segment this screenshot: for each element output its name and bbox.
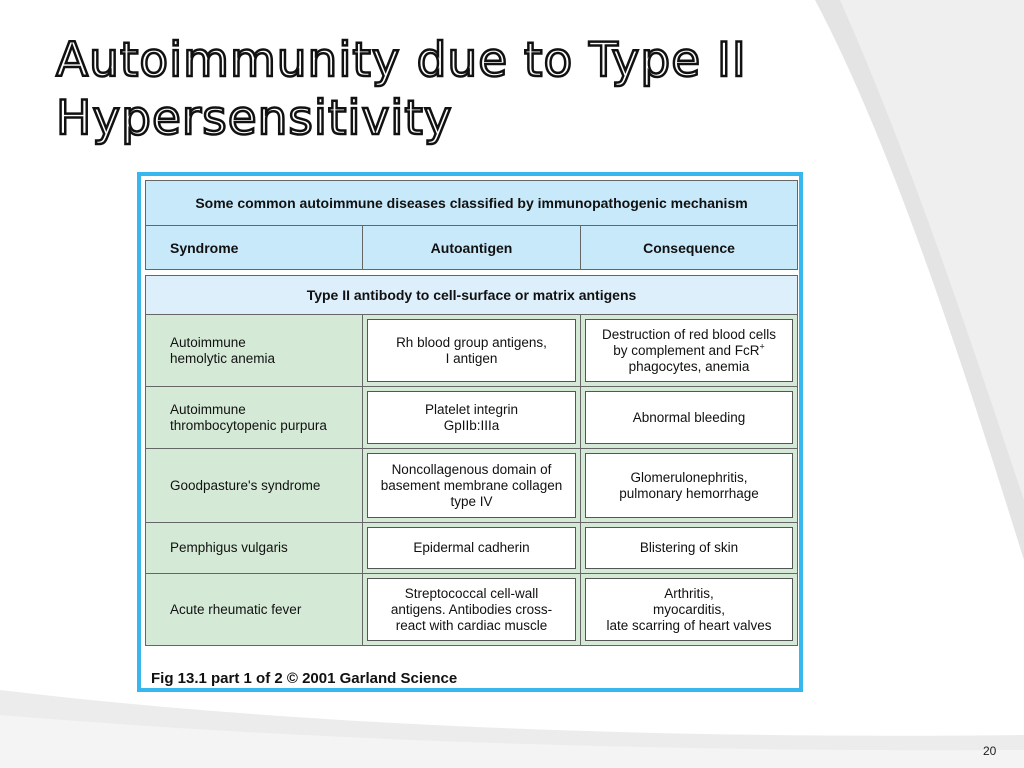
section-header-row: Type II antibody to cell-surface or matr… — [145, 275, 798, 315]
figure-content: Some common autoimmune diseases classifi… — [144, 180, 799, 646]
consequence-box: Glomerulonephritis, pulmonary hemorrhage — [585, 453, 793, 518]
autoantigen-text: Platelet integrin — [424, 401, 519, 417]
consequence-text: pulmonary hemorrhage — [619, 485, 759, 501]
table-caption: Some common autoimmune diseases classifi… — [144, 180, 799, 226]
consequence-box: Abnormal bleeding — [585, 391, 793, 444]
autoantigen-text: type IV — [450, 493, 493, 509]
consequence-box: Destruction of red blood cells by comple… — [585, 319, 793, 382]
autoantigen-text: antigens. Antibodies cross- — [390, 601, 553, 617]
syndrome-text: thrombocytopenic purpura — [170, 417, 327, 433]
column-header-autoantigen: Autoantigen — [362, 225, 581, 270]
consequence-text: Glomerulonephritis, — [630, 469, 748, 485]
syndrome-cell: Autoimmune hemolytic anemia — [145, 314, 363, 387]
figure-credit: Fig 13.1 part 1 of 2 © 2001 Garland Scie… — [151, 670, 458, 687]
autoantigen-cell: Platelet integrin GpIIb:IIIa — [362, 386, 581, 449]
consequence-cell: Arthritis, myocarditis, late scarring of… — [580, 573, 798, 646]
syndrome-cell: Acute rheumatic fever — [145, 573, 363, 646]
autoantigen-text: basement membrane collagen — [380, 477, 563, 493]
autoantigen-box: Platelet integrin GpIIb:IIIa — [367, 391, 576, 444]
consequence-cell: Glomerulonephritis, pulmonary hemorrhage — [580, 448, 798, 523]
column-header-row: Syndrome Autoantigen Consequence — [145, 225, 799, 270]
consequence-text: myocarditis, — [652, 601, 725, 617]
consequence-box: Blistering of skin — [585, 527, 793, 569]
column-header-syndrome: Syndrome — [145, 225, 363, 270]
data-table: Type II antibody to cell-surface or matr… — [145, 275, 798, 646]
autoantigen-box: Epidermal cadherin — [367, 527, 576, 569]
autoantigen-box: Rh blood group antigens, I antigen — [367, 319, 576, 382]
syndrome-cell: Pemphigus vulgaris — [145, 522, 363, 574]
consequence-cell: Blistering of skin — [580, 522, 798, 574]
slide-title: Autoimmunity due to Type II Hypersensiti… — [55, 32, 747, 148]
consequence-text: Destruction of red blood cells — [601, 326, 777, 342]
consequence-text: phagocytes, anemia — [628, 358, 750, 374]
consequence-cell: Destruction of red blood cells by comple… — [580, 314, 798, 387]
autoantigen-text: Epidermal cadherin — [413, 540, 530, 555]
table-row: Goodpasture's syndrome Noncollagenous do… — [145, 448, 798, 523]
consequence-text: by complement and FcR — [613, 342, 760, 358]
autoantigen-cell: Streptococcal cell-wall antigens. Antibo… — [362, 573, 581, 646]
page-number: 20 — [983, 744, 997, 758]
autoantigen-box: Noncollagenous domain of basement membra… — [367, 453, 576, 518]
consequence-box: Arthritis, myocarditis, late scarring of… — [585, 578, 793, 641]
table-row: Pemphigus vulgaris Epidermal cadherin Bl… — [145, 522, 798, 574]
autoantigen-text: Streptococcal cell-wall — [404, 585, 539, 601]
syndrome-text: Autoimmune — [170, 401, 246, 417]
autoantigen-text: Rh blood group antigens, — [396, 334, 547, 350]
autoantigen-cell: Noncollagenous domain of basement membra… — [362, 448, 581, 523]
table-row: Autoimmune thrombocytopenic purpura Plat… — [145, 386, 798, 449]
superscript-plus: + — [759, 341, 765, 351]
syndrome-text: Acute rheumatic fever — [170, 601, 302, 617]
syndrome-cell: Goodpasture's syndrome — [145, 448, 363, 523]
consequence-text: Arthritis, — [664, 585, 714, 601]
syndrome-text: Goodpasture's syndrome — [170, 477, 321, 493]
consequence-text: Abnormal bleeding — [632, 409, 746, 425]
column-header-consequence: Consequence — [579, 225, 799, 270]
autoantigen-text: react with cardiac muscle — [395, 617, 548, 633]
autoantigen-cell: Rh blood group antigens, I antigen — [362, 314, 581, 387]
table-row: Acute rheumatic fever Streptococcal cell… — [145, 573, 798, 646]
autoantigen-box: Streptococcal cell-wall antigens. Antibo… — [367, 578, 576, 641]
syndrome-text: hemolytic anemia — [170, 350, 276, 366]
section-title: Type II antibody to cell-surface or matr… — [145, 275, 798, 315]
consequence-text: late scarring of heart valves — [606, 617, 772, 633]
autoantigen-text: Noncollagenous domain of — [391, 461, 552, 477]
slide-title-line-1: Autoimmunity due to Type II — [55, 32, 747, 90]
slide-title-line-2: Hypersensitivity — [55, 90, 453, 148]
syndrome-text: Autoimmune — [170, 334, 246, 350]
table-row: Autoimmune hemolytic anemia Rh blood gro… — [145, 314, 798, 387]
header-table: Some common autoimmune diseases classifi… — [144, 180, 799, 270]
syndrome-cell: Autoimmune thrombocytopenic purpura — [145, 386, 363, 449]
syndrome-text: Pemphigus vulgaris — [170, 540, 288, 555]
autoantigen-text: GpIIb:IIIa — [443, 417, 500, 433]
autoantigen-cell: Epidermal cadherin — [362, 522, 581, 574]
table-caption-row: Some common autoimmune diseases classifi… — [144, 180, 799, 226]
autoantigen-text: I antigen — [445, 350, 498, 366]
consequence-cell: Abnormal bleeding — [580, 386, 798, 449]
consequence-text: Blistering of skin — [639, 540, 739, 555]
figure-frame: Some common autoimmune diseases classifi… — [137, 172, 803, 692]
